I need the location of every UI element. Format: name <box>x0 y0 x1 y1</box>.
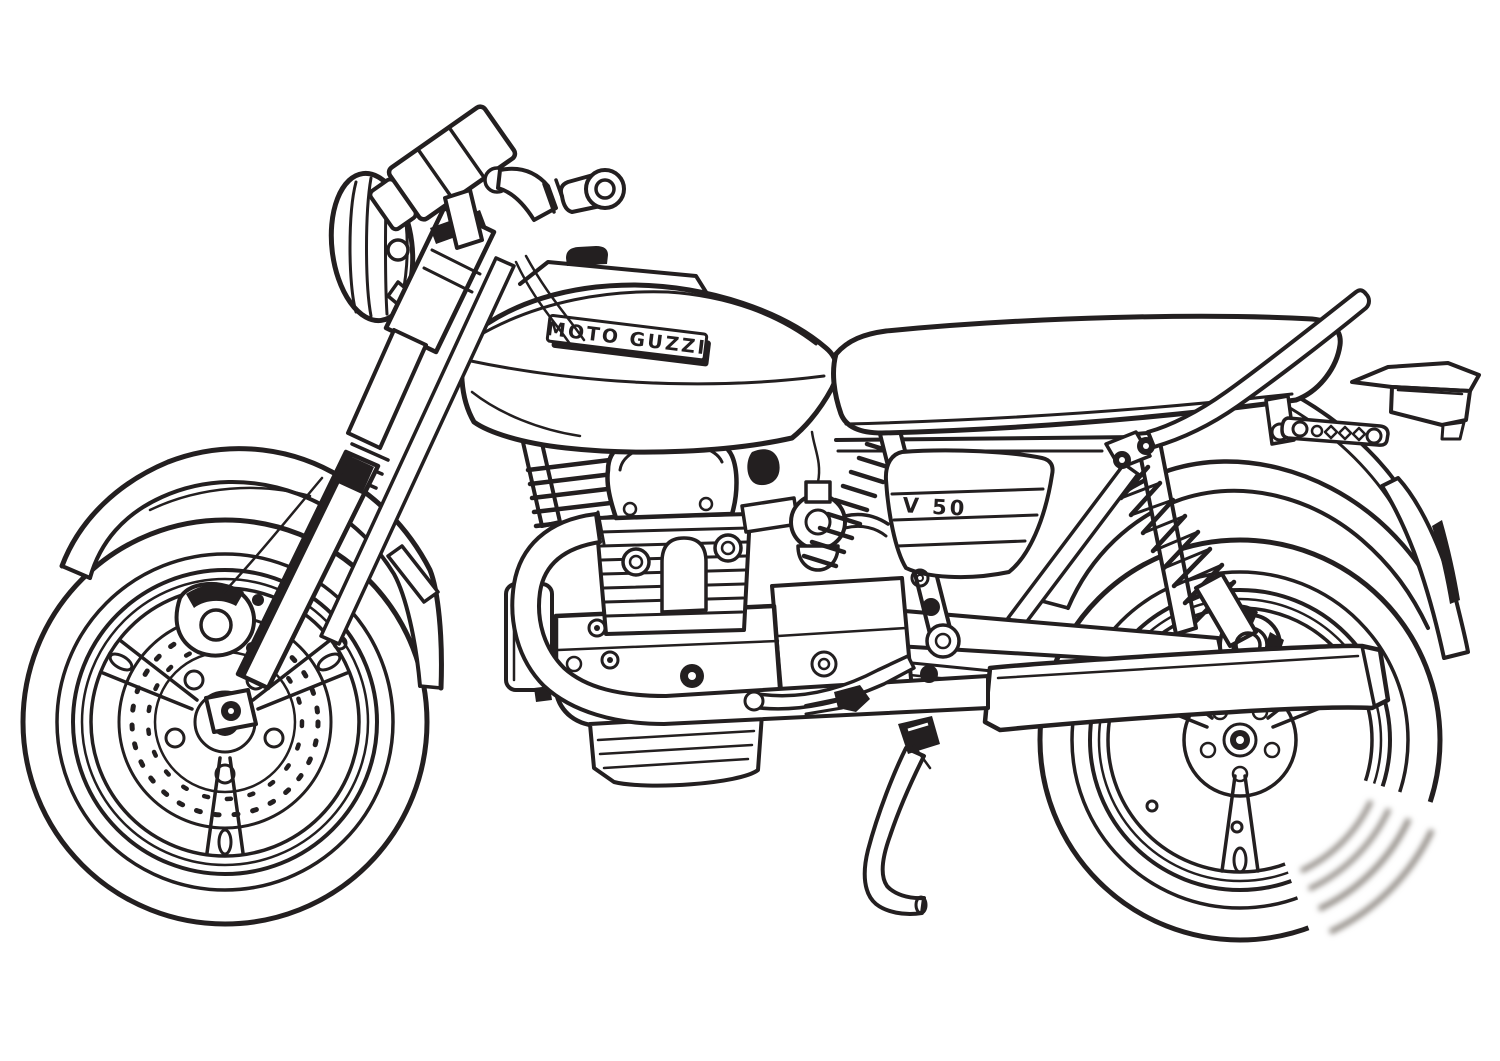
kickstand <box>862 716 940 916</box>
fuel-cap <box>566 246 608 266</box>
exhaust-header <box>510 510 990 726</box>
mud-flap <box>1380 476 1470 660</box>
tail-light <box>1350 361 1481 441</box>
brake-linkage <box>743 598 961 712</box>
bar-riser <box>443 188 484 250</box>
fuel-tank: MOTO GUZZI <box>459 246 840 455</box>
grip-end <box>584 168 626 210</box>
grab-rail <box>1146 288 1390 449</box>
front-spokes <box>101 639 349 856</box>
muffler <box>982 643 1391 733</box>
rear-shock <box>1104 430 1262 659</box>
control-cable-2 <box>524 254 586 342</box>
brake-hose <box>222 476 324 594</box>
cylinder <box>594 512 752 636</box>
side-panel: V 50 <box>883 448 1055 588</box>
fork-mid-tube <box>346 328 428 450</box>
motion-fade <box>1281 777 1473 970</box>
airbox-vents <box>801 441 902 569</box>
carburetor <box>740 430 890 572</box>
rider-footpeg <box>804 685 870 716</box>
headlight-bolt <box>386 238 410 262</box>
handlebar <box>443 166 626 346</box>
front-caliper <box>174 476 324 658</box>
side-panel-badge: V 50 <box>902 493 968 520</box>
ignition-coil <box>747 449 780 486</box>
control-cable <box>514 260 572 346</box>
bar-tube <box>496 166 558 222</box>
fork-leg-far <box>319 256 516 646</box>
